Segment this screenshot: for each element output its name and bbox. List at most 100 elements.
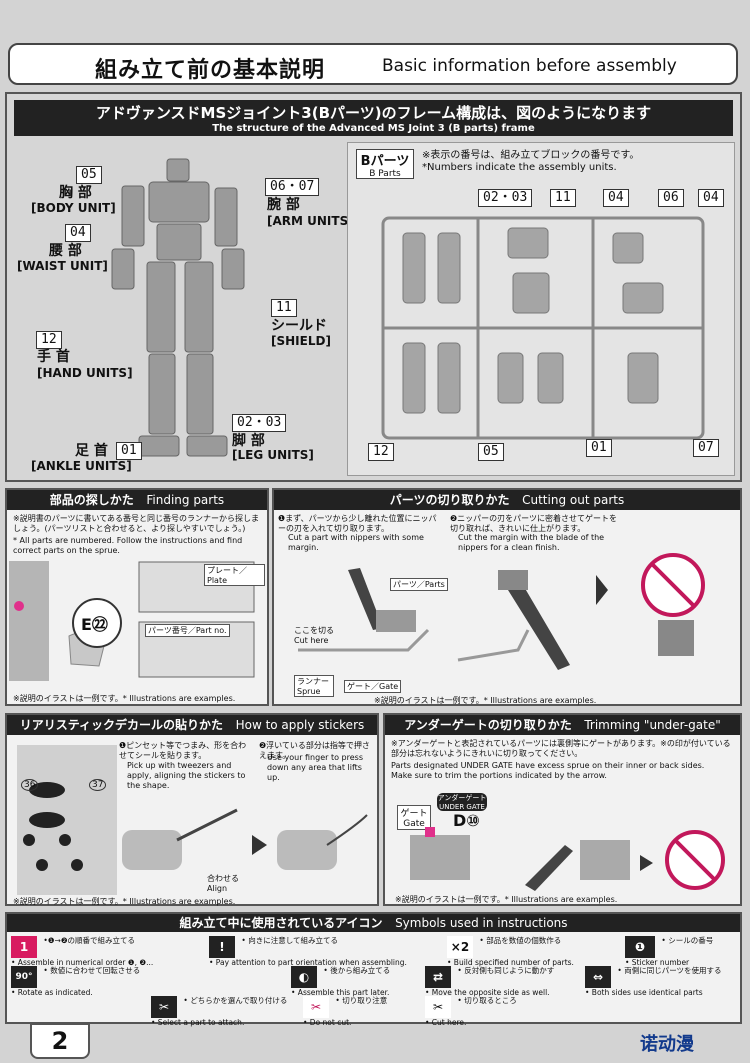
symbol-build-number: ×2 • 部品を数値の個数作る • Build specified number… [447, 936, 622, 967]
cutting-step2-en: Cut the margin with the blade of the nip… [458, 533, 605, 552]
unit-en: [SHIELD] [271, 334, 331, 348]
symbol-do-not-cut: ✂ • 切り取り注意 • Do not cut. [303, 996, 423, 1027]
unit-jp: シールド [271, 318, 327, 334]
symbol-jp: •❶→❷の順番で組み立てる [43, 936, 136, 945]
unit-en: [BODY UNIT] [31, 201, 116, 215]
undergate-note-jp: ※アンダーゲートと表記されているパーツには裏側等にゲートがあります。※の印が付い… [391, 739, 731, 758]
stickers-step2-en: Use your finger to press down any area t… [267, 753, 363, 782]
unit-en: [HAND UNITS] [37, 366, 133, 380]
bpart-num: 05 [478, 443, 504, 461]
symbol-orientation: ! • 向きに注意して組み立てる • Pay attention to part… [209, 936, 441, 967]
parts-label: パーツ／Parts [390, 578, 448, 591]
unit-jp: 手 首 [37, 349, 70, 365]
both-sides-icon: ⇔ [585, 966, 611, 988]
cut-here-label: ここを切る Cut here [294, 626, 334, 645]
finding-title-en: Finding parts [146, 493, 225, 507]
symbol-sticker-number: ❶ • シールの番号 • Sticker number [625, 936, 740, 967]
symbol-en: • Do not cut. [303, 1018, 352, 1027]
symbols-title-jp: 組み立て中に使用されているアイコン [179, 916, 383, 930]
bpart-num: 12 [368, 443, 394, 461]
finding-parts-title-bar: 部品の探しかた Finding parts [7, 490, 267, 510]
undergate-note-en2: Make sure to trim the portions indicated… [391, 771, 607, 780]
stickers-step1-jp: ❶ピンセット等でつまみ、形を合わせてシールを貼ります。 [119, 741, 247, 760]
no-cut-icon: ✂ [303, 996, 329, 1018]
stickers-title-jp: リアリスティックデカールの貼りかた [19, 718, 224, 732]
unit-number: 04 [65, 224, 91, 242]
symbol-jp: • シールの番号 [661, 936, 714, 945]
align-label: 合わせる Align [207, 874, 239, 893]
stickers-title-en: How to apply stickers [235, 718, 365, 732]
stickers-step2-jp: ❷浮いている部分は指等で押さえます。 [259, 741, 370, 760]
symbol-en: • Cut here. [425, 1018, 467, 1027]
cutting-parts-section: パーツの切り取りかた Cutting out parts ❶まず、パーツから少し… [272, 488, 742, 706]
unit-jp: 腕 部 [267, 197, 300, 213]
finding-code: E㉒ [81, 615, 108, 634]
symbol-select-part: ✂ • どちらかを選んで取り付ける • Select a part to att… [151, 996, 301, 1027]
symbol-jp: • 数値に合わせて回転させる [43, 966, 141, 975]
unit-jp: 脚 部 [232, 433, 265, 449]
plate-label: プレート／Plate [204, 564, 265, 586]
symbol-jp: • 反対側も同じように動かす [457, 966, 555, 975]
b-parts-panel: Bパーツ B Parts ※表示の番号は、組み立てブロックの番号です。 *Num… [347, 142, 735, 476]
finding-parts-section: 部品の探しかた Finding parts ※説明書のパーツに書いてある番号と同… [5, 488, 269, 706]
cutting-title-bar: パーツの切り取りかた Cutting out parts [274, 490, 740, 510]
cutting-title-jp: パーツの切り取りかた [389, 493, 510, 507]
sticker-icon: ❶ [625, 936, 655, 958]
sticker-number-37: 37 [89, 779, 107, 791]
mirror-move-icon: ⇄ [425, 966, 451, 988]
stickers-example-note: ※説明のイラストは一例です。* Illustrations are exampl… [13, 897, 236, 906]
symbol-jp: • 部品を数値の個数作る [479, 936, 562, 945]
undergate-title-jp: アンダーゲートの切り取りかた [404, 718, 572, 732]
symbol-jp: • どちらかを選んで取り付ける [183, 996, 288, 1005]
finding-title-jp: 部品の探しかた [49, 493, 134, 507]
unit-number: 11 [271, 299, 297, 317]
symbol-en: • Assemble this part later. [291, 988, 390, 997]
undergate-title-bar: アンダーゲートの切り取りかた Trimming "under-gate" mat… [385, 715, 740, 752]
bpart-num: 01 [586, 439, 612, 457]
exclamation-icon: ! [209, 936, 235, 958]
unit-en: [ANKLE UNITS] [31, 459, 132, 473]
runner-label: ランナー Sprue [294, 675, 334, 697]
stickers-section: リアリスティックデカールの貼りかた How to apply stickers … [5, 713, 379, 906]
rotate-icon: 90° [11, 966, 37, 988]
symbol-assemble-order: 1 •❶→❷の順番で組み立てる • Assemble in numerical … [11, 936, 207, 967]
undergate-gate-label: ゲート Gate [397, 805, 431, 830]
undergate-illustration [410, 827, 725, 891]
symbol-assemble-later: ◐ • 後から組み立てる • Assemble this part later. [291, 966, 421, 997]
undergate-tag: アンダーゲート UNDER GATE [437, 793, 487, 811]
b-parts-title: Bパーツ B Parts [356, 149, 414, 179]
part-no-label: パーツ番号／Part no. [145, 624, 230, 637]
cutting-example-note: ※説明のイラストは一例です。* Illustrations are exampl… [374, 696, 597, 705]
frame-title-en: The structure of the Advanced MS Joint 3… [212, 123, 535, 134]
unit-jp: 足 首 [75, 443, 108, 459]
symbol-move-opposite: ⇄ • 反対側も同じように動かす • Move the opposite sid… [425, 966, 585, 997]
unit-en: [ARM UNITS] [267, 214, 354, 228]
sticker-number-36: 36 [21, 779, 39, 791]
unit-number: 06・07 [265, 178, 320, 196]
unit-jp: 胸 部 [59, 185, 92, 201]
assemble-later-icon: ◐ [291, 966, 317, 988]
page-header: 組み立て前の基本説明 Basic information before asse… [8, 43, 738, 85]
sticker-sheet-illustration [17, 745, 117, 895]
symbols-title-en: Symbols used in instructions [395, 916, 568, 930]
b-parts-sprue-illustration [381, 216, 705, 440]
header-title-en: Basic information before assembly [382, 56, 677, 76]
cutting-illustration [298, 553, 705, 670]
frame-figure-illustration [111, 158, 245, 457]
bpart-num: 11 [550, 189, 576, 207]
frame-structure-section: アドヴァンスドMSジョイント3(Bパーツ)のフレーム構成は、図のようになります … [5, 92, 742, 482]
unit-number: 02・03 [232, 414, 287, 432]
frame-title-bar: アドヴァンスドMSジョイント3(Bパーツ)のフレーム構成は、図のようになります … [14, 100, 733, 136]
scissors-icon: ✂ [425, 996, 451, 1018]
finding-note-jp: ※説明書のパーツに書いてある番号と同じ番号のランナーから探しましょう。(パーツリ… [13, 514, 260, 533]
finding-note-en: * All parts are numbered. Follow the ins… [13, 536, 243, 555]
bpart-num: 07 [693, 439, 719, 457]
symbol-identical-parts: ⇔ • 両側に同じパーツを使用する • Both sides use ident… [585, 966, 740, 997]
symbol-en: • Move the opposite side as well. [425, 988, 550, 997]
symbol-en: • Sticker number [625, 958, 690, 967]
sticker-apply-illustration [122, 808, 368, 870]
undergate-code: D⑩ [453, 811, 480, 830]
b-parts-title-jp: Bパーツ [360, 154, 410, 169]
symbols-section: 組み立て中に使用されているアイコン Symbols used in instru… [5, 912, 742, 1027]
